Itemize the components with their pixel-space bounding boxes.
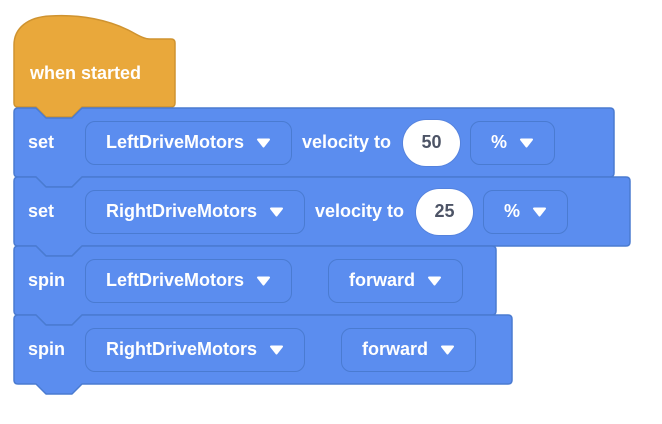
dropdown-caret-icon bbox=[269, 345, 284, 355]
unit-select-dropdown[interactable]: % bbox=[470, 120, 556, 165]
velocity-value-input[interactable]: 25 bbox=[416, 188, 474, 235]
set-keyword-label: set bbox=[28, 132, 55, 152]
direction-select-value: forward bbox=[349, 270, 416, 290]
block-set-right-velocity[interactable]: set RightDriveMotors velocity to 25 % bbox=[13, 176, 631, 257]
hat-block-shape bbox=[13, 14, 176, 118]
unit-select-value: % bbox=[491, 132, 508, 152]
set-keyword-label: set bbox=[28, 201, 55, 221]
when-started-label: when started bbox=[30, 63, 142, 83]
motor-select-dropdown[interactable]: LeftDriveMotors bbox=[85, 258, 293, 303]
direction-select-dropdown[interactable]: forward bbox=[328, 258, 464, 303]
block-set-left-velocity[interactable]: set LeftDriveMotors velocity to 50 % bbox=[13, 107, 615, 188]
direction-select-value: forward bbox=[362, 339, 429, 359]
dropdown-caret-icon bbox=[440, 345, 455, 355]
unit-select-value: % bbox=[504, 201, 521, 221]
spin-keyword-label: spin bbox=[28, 339, 66, 359]
motor-select-value: RightDriveMotors bbox=[106, 339, 258, 359]
spin-keyword-label: spin bbox=[28, 270, 66, 290]
unit-select-dropdown[interactable]: % bbox=[483, 189, 569, 234]
motor-select-value: RightDriveMotors bbox=[106, 201, 258, 221]
motor-select-dropdown[interactable]: RightDriveMotors bbox=[85, 327, 306, 372]
block-when-started[interactable]: when started bbox=[13, 14, 176, 118]
dropdown-caret-icon bbox=[532, 207, 547, 217]
motor-select-dropdown[interactable]: RightDriveMotors bbox=[85, 189, 306, 234]
dropdown-caret-icon bbox=[269, 207, 284, 217]
dropdown-caret-icon bbox=[427, 276, 442, 286]
motor-select-value: LeftDriveMotors bbox=[106, 270, 245, 290]
velocity-value-input[interactable]: 50 bbox=[403, 119, 461, 166]
stack-block-shape bbox=[13, 176, 631, 257]
motor-select-value: LeftDriveMotors bbox=[106, 132, 245, 152]
block-spin-left[interactable]: spin LeftDriveMotors forward bbox=[13, 245, 497, 326]
dropdown-caret-icon bbox=[519, 138, 534, 148]
velocity-to-label: velocity to bbox=[315, 201, 405, 221]
stack-block-shape bbox=[13, 314, 513, 395]
velocity-to-label: velocity to bbox=[302, 132, 392, 152]
direction-select-dropdown[interactable]: forward bbox=[341, 327, 477, 372]
dropdown-caret-icon bbox=[256, 138, 271, 148]
motor-select-dropdown[interactable]: LeftDriveMotors bbox=[85, 120, 293, 165]
block-spin-right[interactable]: spin RightDriveMotors forward bbox=[13, 314, 513, 395]
dropdown-caret-icon bbox=[256, 276, 271, 286]
